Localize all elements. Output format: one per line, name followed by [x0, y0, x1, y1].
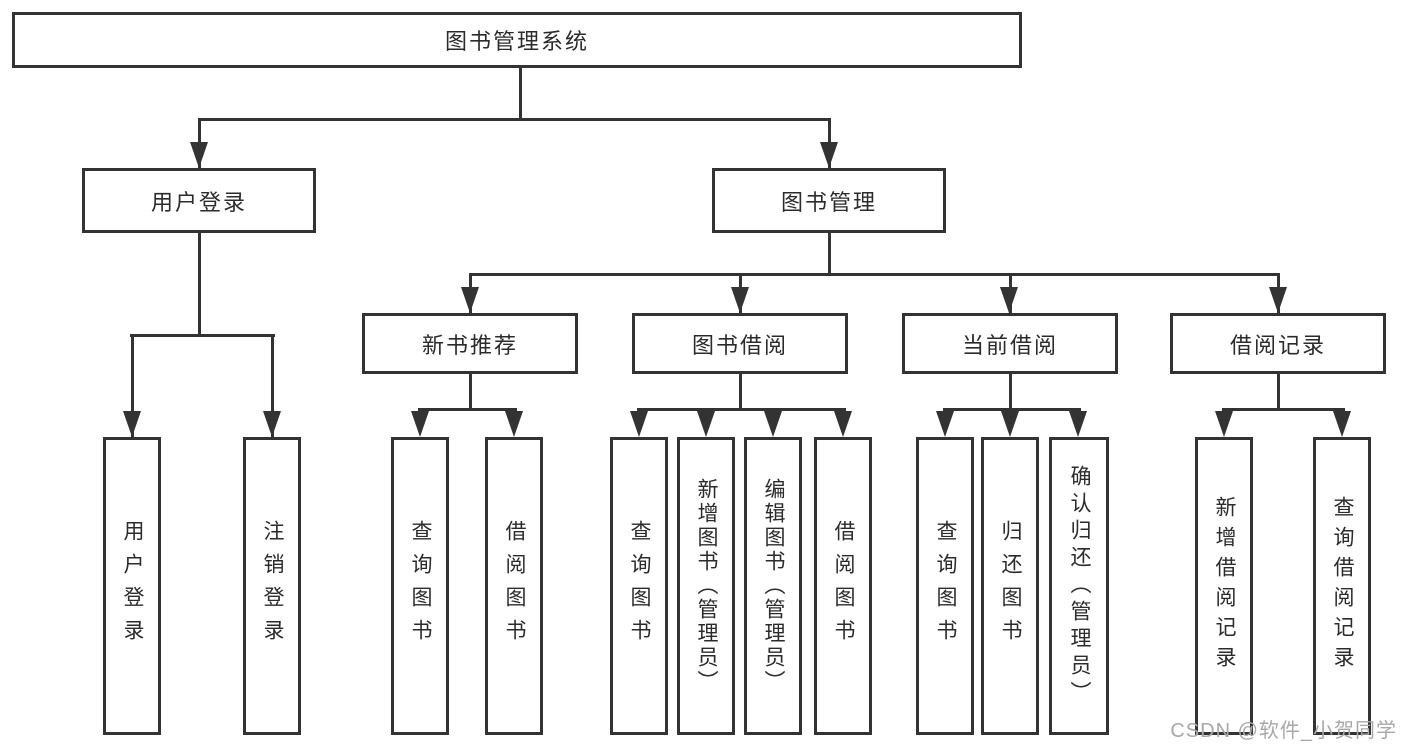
- arrow-down-icon: [1000, 287, 1018, 313]
- connector-line: [198, 233, 201, 334]
- arrow-down-icon: [1333, 411, 1351, 437]
- node-leaf-query-borrow-record-label: 查询借阅记录: [1331, 496, 1354, 676]
- connector-line: [198, 118, 831, 121]
- node-leaf-user-login: 用户登录: [103, 437, 161, 735]
- node-new-book-recommend-label: 新书推荐: [421, 332, 518, 358]
- connector-line: [469, 374, 472, 408]
- node-leaf-confirm-return-admin: 确认归还（管理员）: [1049, 437, 1109, 735]
- connector-line: [519, 68, 522, 118]
- arrow-down-icon: [123, 411, 141, 437]
- node-leaf-user-login-label: 用户登录: [121, 520, 144, 652]
- node-leaf-query-books-borrowing-label: 查询图书: [628, 520, 651, 652]
- arrow-down-icon: [936, 411, 954, 437]
- node-leaf-borrow-books: 借阅图书: [814, 437, 872, 735]
- node-user-login-label: 用户登录: [150, 189, 247, 215]
- watermark-text: CSDN @软件_小贺同学: [1170, 720, 1397, 742]
- connector-line: [1009, 374, 1012, 408]
- node-borrow-records-label: 借阅记录: [1229, 332, 1326, 358]
- node-user-login: 用户登录: [82, 168, 316, 233]
- node-library-system-label: 图书管理系统: [444, 29, 589, 54]
- node-leaf-query-books-current: 查询图书: [916, 437, 974, 735]
- node-book-borrowing: 图书借阅: [632, 313, 848, 374]
- arrow-down-icon: [820, 142, 838, 168]
- connector-line: [130, 334, 275, 337]
- node-leaf-return-books-label: 归还图书: [999, 520, 1022, 652]
- arrow-down-icon: [505, 411, 523, 437]
- connector-line: [828, 233, 831, 273]
- node-leaf-logout: 注销登录: [243, 437, 301, 735]
- node-leaf-borrow-books-recommend: 借阅图书: [485, 437, 543, 735]
- node-leaf-query-books-borrowing: 查询图书: [610, 437, 668, 735]
- node-leaf-add-borrow-record: 新增借阅记录: [1195, 437, 1253, 735]
- node-leaf-confirm-return-admin-label: 确认归还（管理员）: [1068, 464, 1091, 708]
- arrow-down-icon: [1215, 411, 1233, 437]
- node-leaf-add-books-admin-label: 新增图书（管理员）: [695, 478, 718, 694]
- connector-line: [1277, 374, 1280, 408]
- node-borrow-records: 借阅记录: [1170, 313, 1386, 374]
- arrow-down-icon: [190, 142, 208, 168]
- connector-line: [271, 337, 274, 437]
- node-current-borrowing-label: 当前借阅: [961, 332, 1058, 358]
- arrow-down-icon: [764, 411, 782, 437]
- node-new-book-recommend: 新书推荐: [362, 313, 578, 374]
- arrow-down-icon: [697, 411, 715, 437]
- node-leaf-edit-books-admin: 编辑图书（管理员）: [744, 437, 802, 735]
- node-leaf-borrow-books-label: 借阅图书: [832, 520, 855, 652]
- connector-line: [637, 408, 846, 411]
- arrow-down-icon: [1069, 411, 1087, 437]
- arrow-down-icon: [630, 411, 648, 437]
- node-book-borrowing-label: 图书借阅: [691, 332, 788, 358]
- arrow-down-icon: [411, 411, 429, 437]
- node-leaf-query-books-current-label: 查询图书: [934, 520, 957, 652]
- node-leaf-edit-books-admin-label: 编辑图书（管理员）: [762, 478, 785, 694]
- connector-line: [1222, 408, 1345, 411]
- node-book-management: 图书管理: [712, 168, 946, 233]
- arrow-down-icon: [731, 287, 749, 313]
- connector-line: [131, 337, 134, 437]
- connector-line: [739, 374, 742, 408]
- arrow-down-icon: [1001, 411, 1019, 437]
- node-leaf-add-books-admin: 新增图书（管理员）: [677, 437, 735, 735]
- connector-line: [469, 273, 1280, 276]
- node-library-system: 图书管理系统: [12, 12, 1022, 68]
- node-leaf-add-borrow-record-label: 新增借阅记录: [1213, 496, 1236, 676]
- arrow-down-icon: [1269, 287, 1287, 313]
- node-leaf-query-borrow-record: 查询借阅记录: [1313, 437, 1371, 735]
- node-leaf-borrow-books-recommend-label: 借阅图书: [503, 520, 526, 652]
- node-leaf-return-books: 归还图书: [981, 437, 1039, 735]
- arrow-down-icon: [461, 287, 479, 313]
- arrow-down-icon: [263, 411, 281, 437]
- node-book-management-label: 图书管理: [780, 189, 877, 215]
- arrow-down-icon: [834, 411, 852, 437]
- connector-line: [418, 408, 517, 411]
- connector-line: [943, 408, 1081, 411]
- node-leaf-query-books-recommend-label: 查询图书: [409, 520, 432, 652]
- node-leaf-logout-label: 注销登录: [261, 520, 284, 652]
- node-leaf-query-books-recommend: 查询图书: [391, 437, 449, 735]
- node-current-borrowing: 当前借阅: [902, 313, 1118, 374]
